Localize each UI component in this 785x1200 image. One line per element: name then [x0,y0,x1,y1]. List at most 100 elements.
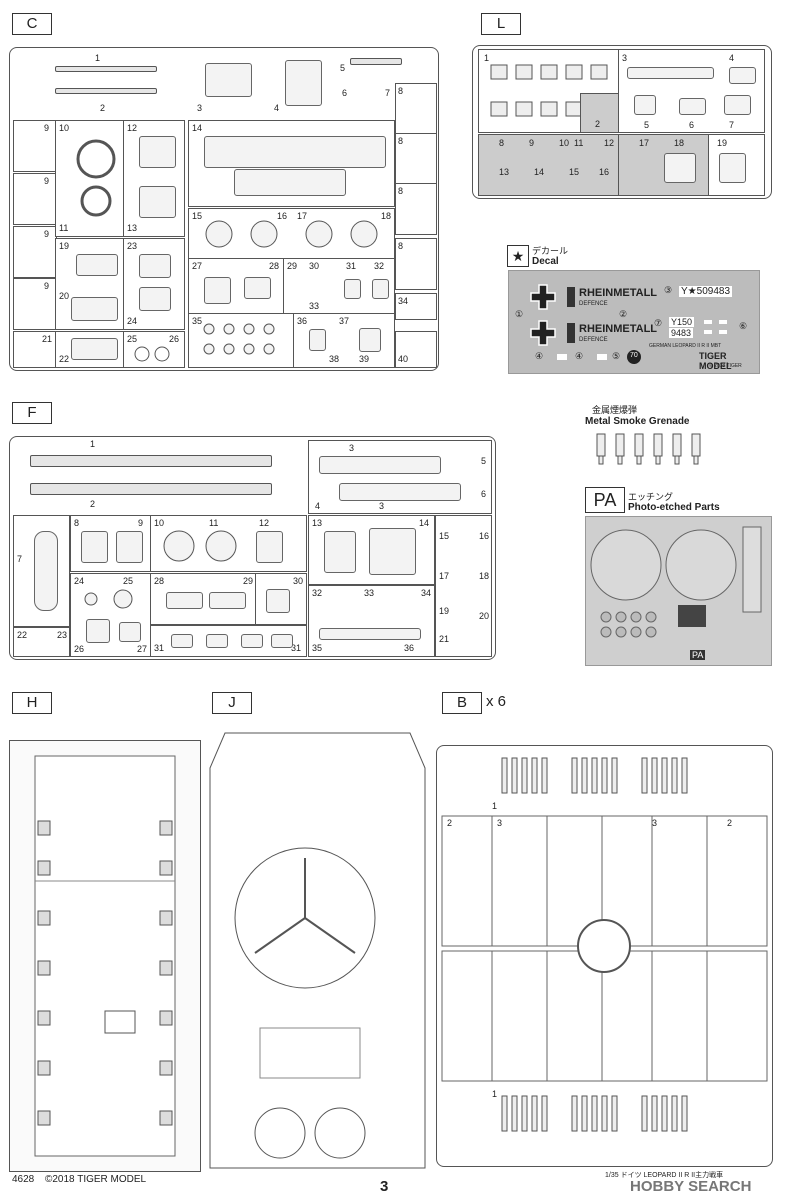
cell-c25-26: 25 26 [123,331,185,368]
pe-fret: PA [585,516,772,666]
sprue-b-multiplier: x 6 [486,693,507,710]
cell-f15-21: 15 16 17 18 19 20 21 [435,515,492,657]
metal-smoke-grenades [596,433,701,465]
cell-c8-b: 8 [395,133,437,185]
cell-l3-7: 3 4 5 6 7 [618,49,765,133]
sprue-l-frame: 1 2 3 4 5 6 7 8 9 10 11 12 13 14 15 16 1… [472,45,772,199]
cell-f30: 30 [255,573,307,625]
sprue-h-hull [9,740,201,1172]
cell-f32-36: 32 33 34 35 36 [308,585,435,657]
cell-c9-a: 9 [13,120,57,172]
cell-c10-11: 10 11 [55,120,125,237]
decal-marker-7: ⑦ [654,318,663,328]
cell-l1: 1 [478,49,620,133]
decal-circle-70: 70 [630,352,638,359]
part-c4 [285,60,322,106]
decal-serial-mid-b: 9483 [669,328,694,338]
sprue-j-hull-top [205,728,430,1173]
cell-f24-27: 24 25 26 27 [70,573,152,657]
part-number: 2 [100,103,106,113]
decal-serial-top: Y★509483 [679,286,733,297]
footer-product-title: 1/35 ドイツ LEOPARD II R II主力戦車 [605,1172,724,1179]
cell-l2: 2 [580,93,620,133]
cell-l19: 19 [708,134,765,196]
cell-f28-29: 28 29 [150,573,257,625]
part-c2-barrel [55,88,157,94]
decal-marker-4a: ④ [535,351,544,361]
pe-jp-title: エッチング [628,492,674,502]
sprue-c-label: C [12,13,52,35]
page-number: 3 [380,1178,389,1195]
cell-c9-d: 9 [13,278,57,330]
sprue-h-label: H [12,692,52,714]
sprue-f-label: F [12,402,52,424]
decal-marker-3: ③ [664,285,673,295]
part-number: 3 [197,103,203,113]
part-number: 5 [340,63,346,73]
cell-c14: 14 [188,120,395,207]
cell-c21: 21 [13,331,57,368]
decal-marker-6: ⑥ [739,321,748,331]
footer-copyright: ©2018 TIGER MODEL [45,1174,147,1185]
cell-c8-a: 8 [395,83,437,135]
cell-c27-28: 27 28 [188,258,285,315]
decal-sheet: ① RHEINMETALL DEFENCE RHEINMETALL DEFENC… [508,270,760,374]
part-c3 [205,63,252,97]
decal-marker-5: ⑤ [612,351,621,361]
sprue-b-frame: 1 2 3 3 2 1 [436,745,773,1167]
part-c1-barrel [55,66,157,72]
cell-c40: 40 [395,331,437,368]
cell-c35: 35 [188,313,295,368]
decal-sub-caption: © 2018 TIGER [709,363,742,369]
cell-f31: 31 31 [150,625,307,657]
decal-jp-title: デカール [532,246,569,256]
part-f1-barrel [30,455,272,467]
decal-brand-bottom: RHEINMETALL [579,323,658,335]
part-f2-barrel [30,483,272,495]
footer-watermark: HOBBY SEARCH [630,1178,752,1195]
cell-c36-39: 36 37 38 39 [293,313,395,368]
decal-marker-4b: ④ [575,351,584,361]
cell-c9-c: 9 [13,226,57,278]
decal-marker-1: ① [515,309,524,319]
decal-brand-bottom-sub: DEFENCE [579,337,608,343]
sprue-f-frame: 1 2 3 3 4 5 6 7 8 9 10 11 12 13 14 15 16… [9,436,496,660]
cell-f22-23: 22 23 [13,627,70,657]
cell-c23-24: 23 24 [123,238,185,330]
sprue-c-frame: 1 2 3 4 5 6 7 8 8 8 8 9 9 9 9 10 11 12 1… [9,47,439,371]
cell-c12-13: 12 13 [123,120,185,237]
part-number: 7 [385,88,391,98]
cell-c29-33: 29 30 31 32 33 [283,258,395,315]
cell-f13-14: 13 14 [308,515,435,585]
decal-icon: ★ [507,245,529,267]
cell-c22: 22 [55,331,125,368]
cell-c15-18: 15 16 17 18 [188,208,395,260]
part-number: 1 [95,53,101,63]
cell-c19-20: 19 20 [55,238,125,330]
sprue-j-label: J [212,692,252,714]
cell-f7: 7 [13,515,70,627]
cell-c8-c: 8 [395,183,437,235]
decal-marker-2: ② [619,309,628,319]
part-c5-gun [350,58,402,65]
footer-code: 4628 [12,1174,35,1185]
sprue-b-label: B [442,692,482,714]
part-number: 4 [274,103,280,113]
sprue-l-label: L [481,13,521,35]
decal-serial-mid-a: Y150 [669,317,695,327]
pe-en-title: Photo-etched Parts [628,502,720,513]
cell-l17-18: 17 18 [618,134,710,196]
metal-smoke-jp-title: 金属煙爆弾 [592,405,638,415]
cell-f3-6: 3 3 4 5 6 [308,440,492,514]
cell-c34: 34 [395,293,437,320]
decal-logo-text: TIGER MODEL [699,351,732,371]
part-number: 6 [342,88,348,98]
cell-f8-9: 8 9 [70,515,152,572]
decal-en-title: Decal [532,256,559,267]
metal-smoke-en-title: Metal Smoke Grenade [585,416,690,427]
cell-f10-12: 10 11 12 [150,515,307,572]
pe-badge: PA [585,487,625,513]
pe-corner-label: PA [690,650,706,660]
decal-small-caption: GERMAN LEOPARD II R II MBT [649,343,722,349]
decal-brand-top-sub: DEFENCE [579,301,608,307]
